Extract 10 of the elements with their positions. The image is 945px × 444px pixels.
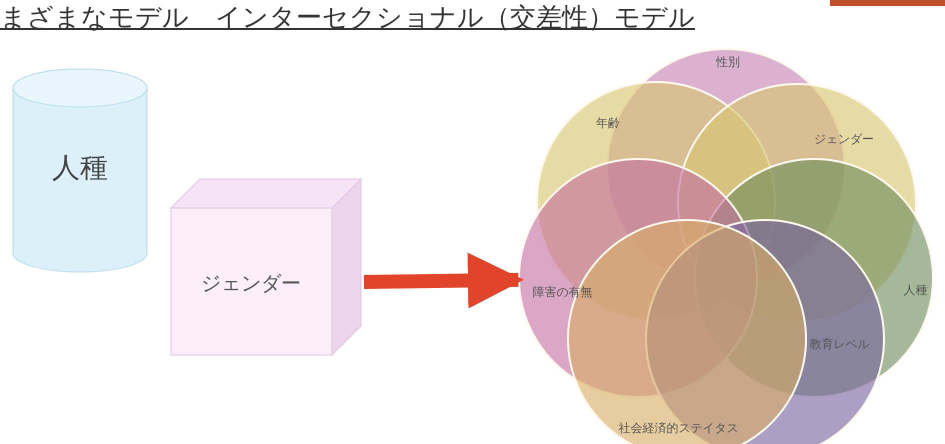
node-label: 性別: [716, 54, 740, 70]
node-label: 年齢: [596, 114, 620, 132]
arrow: [364, 252, 524, 309]
node-label: ジェンダー: [814, 131, 874, 148]
node-label: ジェンダー: [200, 270, 302, 297]
title-text: まざまなモデル インターセクショナル（交差性）モデル: [0, 2, 695, 35]
node-label: 社会経済的ステイタス: [618, 420, 739, 438]
node-label: 人種: [904, 282, 928, 299]
node-label: 人種: [51, 150, 109, 186]
node-label: 教育レベル: [809, 336, 870, 354]
